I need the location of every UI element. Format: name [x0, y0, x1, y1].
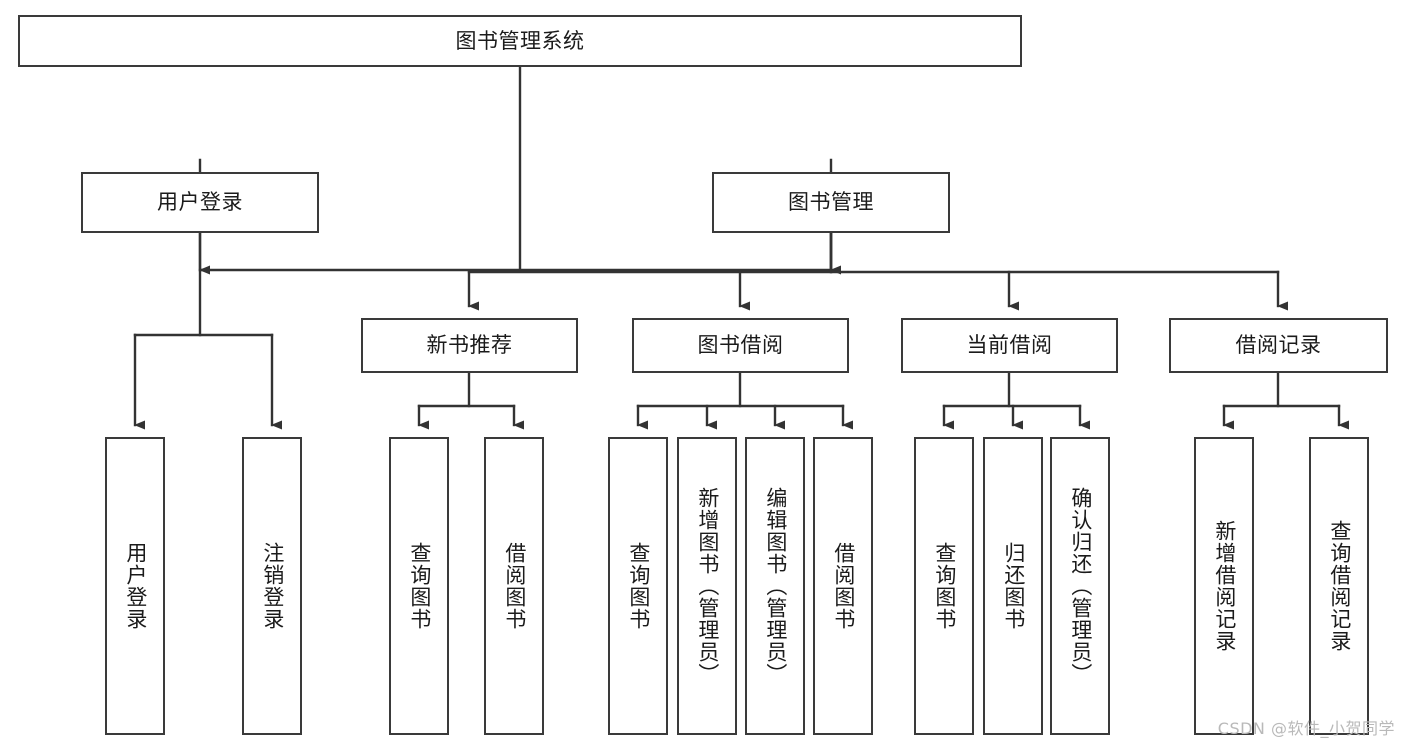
node-leaf-borrow-book[interactable]: 借阅图书	[813, 437, 873, 735]
node-leaf-borrow-book-label: 借阅图书	[831, 542, 856, 630]
node-leaf-query-book-current[interactable]: 查询图书	[914, 437, 974, 735]
node-leaf-query-record-label: 查询借阅记录	[1327, 520, 1352, 652]
node-leaf-confirm-return[interactable]: 确认归还（管理员）	[1050, 437, 1110, 735]
node-leaf-borrow-book-rec[interactable]: 借阅图书	[484, 437, 544, 735]
node-book-borrow[interactable]: 图书借阅	[632, 318, 849, 373]
node-leaf-user-login[interactable]: 用户登录	[105, 437, 165, 735]
node-root[interactable]: 图书管理系统	[18, 15, 1022, 67]
node-borrow-record[interactable]: 借阅记录	[1169, 318, 1388, 373]
node-leaf-user-login-label: 用户登录	[123, 542, 148, 630]
node-leaf-return-book[interactable]: 归还图书	[983, 437, 1043, 735]
node-book-manage[interactable]: 图书管理	[712, 172, 950, 233]
node-leaf-add-record[interactable]: 新增借阅记录	[1194, 437, 1254, 735]
node-current-borrow[interactable]: 当前借阅	[901, 318, 1118, 373]
node-leaf-query-book-rec-label: 查询图书	[407, 542, 432, 630]
node-leaf-user-logout[interactable]: 注销登录	[242, 437, 302, 735]
node-leaf-confirm-return-label: 确认归还（管理员）	[1068, 487, 1093, 685]
node-root-label: 图书管理系统	[455, 28, 585, 53]
node-leaf-query-book-rec[interactable]: 查询图书	[389, 437, 449, 735]
node-leaf-return-book-label: 归还图书	[1001, 542, 1026, 630]
node-leaf-query-record[interactable]: 查询借阅记录	[1309, 437, 1369, 735]
node-book-borrow-label: 图书借阅	[697, 333, 784, 358]
node-leaf-query-book-current-label: 查询图书	[932, 542, 957, 630]
node-leaf-query-book-borrow[interactable]: 查询图书	[608, 437, 668, 735]
node-leaf-add-book-label: 新增图书（管理员）	[695, 487, 720, 685]
node-leaf-edit-book-label: 编辑图书（管理员）	[763, 487, 788, 685]
node-borrow-record-label: 借阅记录	[1235, 333, 1322, 358]
node-leaf-edit-book[interactable]: 编辑图书（管理员）	[745, 437, 805, 735]
node-leaf-query-book-borrow-label: 查询图书	[626, 542, 651, 630]
node-leaf-borrow-book-rec-label: 借阅图书	[502, 542, 527, 630]
node-new-book-rec[interactable]: 新书推荐	[361, 318, 578, 373]
node-leaf-add-record-label: 新增借阅记录	[1212, 520, 1237, 652]
node-leaf-add-book[interactable]: 新增图书（管理员）	[677, 437, 737, 735]
node-user-login[interactable]: 用户登录	[81, 172, 319, 233]
node-user-login-label: 用户登录	[157, 190, 243, 215]
node-current-borrow-label: 当前借阅	[966, 333, 1053, 358]
node-book-manage-label: 图书管理	[788, 190, 874, 215]
node-leaf-user-logout-label: 注销登录	[260, 542, 285, 630]
node-new-book-rec-label: 新书推荐	[426, 333, 513, 358]
